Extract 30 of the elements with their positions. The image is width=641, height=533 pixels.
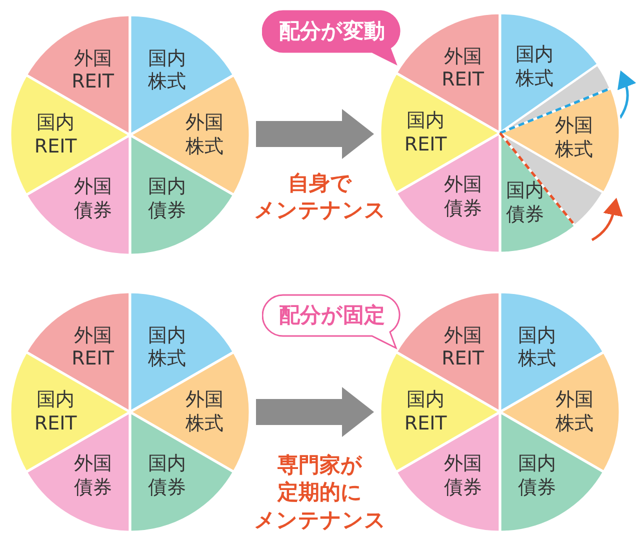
edge-label: 自身でメンテナンス — [253, 170, 387, 224]
slice-label: 国内株式 — [147, 46, 188, 94]
slice-label: 外国債券 — [72, 452, 113, 500]
slice-label: 外国株式 — [184, 111, 224, 159]
bubble-text: 配分が変動 — [278, 18, 386, 44]
slice-label: 外国債券 — [442, 452, 483, 500]
slice-label: 国内債券 — [517, 452, 558, 500]
bubble-text: 配分が固定 — [278, 302, 386, 328]
slice-label: 国内債券 — [147, 176, 188, 224]
slice-label: 国内 REIT — [403, 109, 448, 157]
slice-label: 外国 REIT — [70, 46, 115, 94]
slice-label: 国内 REIT — [33, 111, 78, 159]
arrow — [256, 109, 374, 159]
slice-label: 国内債券 — [504, 179, 545, 227]
slice-label: 国内 REIT — [33, 388, 78, 436]
slice-label: 外国株式 — [554, 114, 594, 162]
slice-label: 外国 REIT — [440, 324, 485, 372]
slice-label: 国内株式 — [147, 324, 188, 372]
slice-label: 外国債券 — [442, 174, 483, 222]
slice-label: 国内債券 — [147, 452, 188, 500]
arrow — [256, 387, 374, 437]
slice-label: 外国 REIT — [440, 44, 485, 92]
slice-label: 国内株式 — [517, 324, 558, 372]
slice-label: 国内 REIT — [403, 388, 448, 436]
slice-label: 外国株式 — [554, 388, 594, 436]
edge-label: 専門家が定期的にメンテナンス — [253, 452, 387, 533]
slice-label: 国内株式 — [514, 43, 554, 91]
slice-label: 外国債券 — [72, 176, 113, 224]
slice-label: 外国 REIT — [70, 324, 115, 372]
slice-label: 外国株式 — [184, 388, 224, 436]
